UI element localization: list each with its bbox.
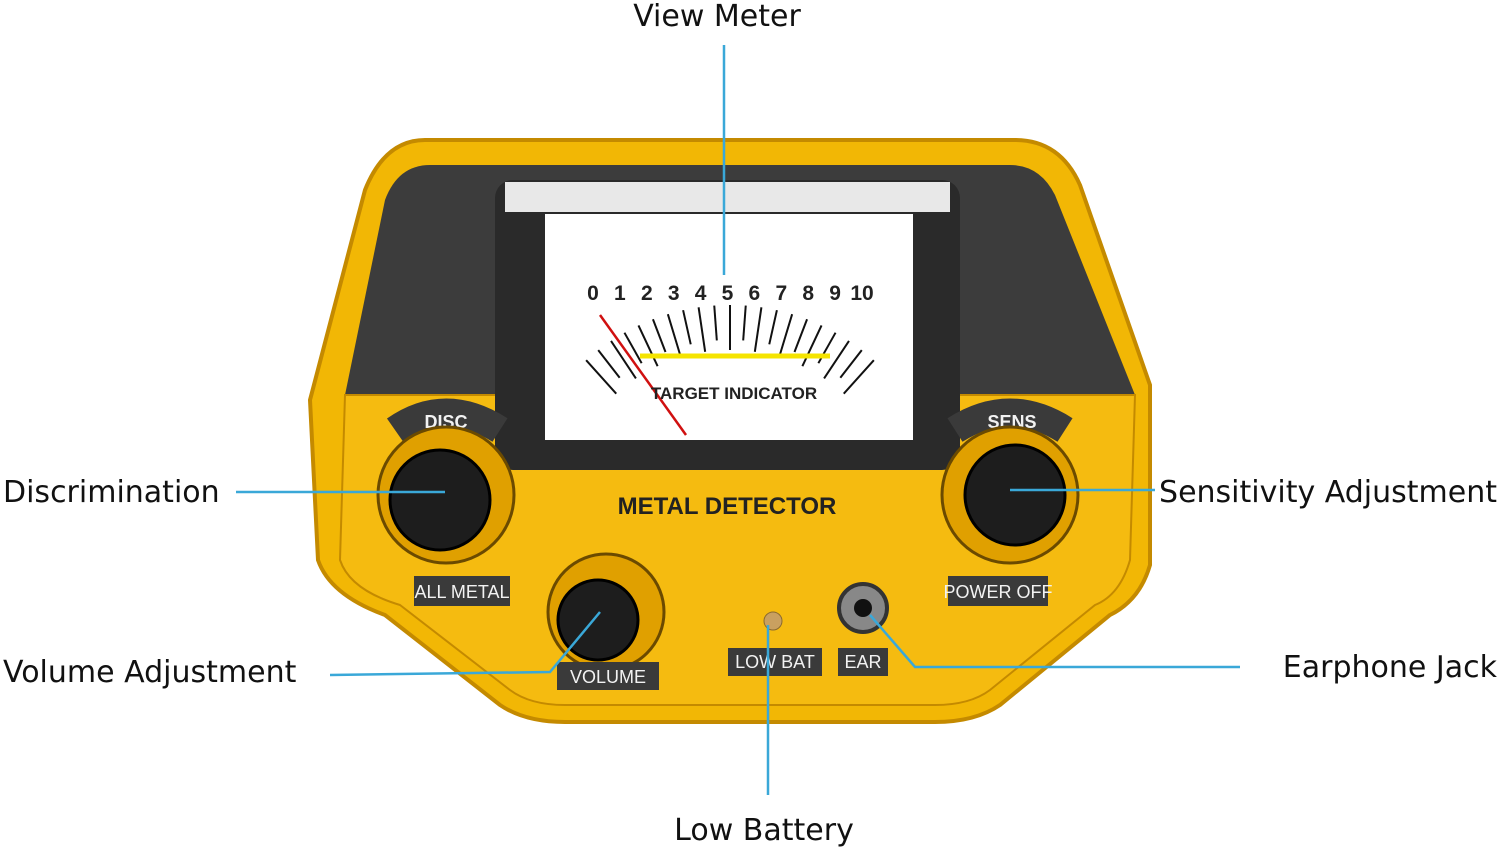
discrimination-knob[interactable] <box>388 448 492 552</box>
meter-scale-number: 7 <box>775 282 787 305</box>
meter-tick <box>585 359 617 395</box>
meter-tick <box>778 313 794 358</box>
low-battery-led <box>763 611 783 631</box>
meter-scale-number: 5 <box>722 282 734 305</box>
power-off-label: POWER OFF <box>944 582 1053 602</box>
ear-plate <box>838 648 888 676</box>
all-metal-plate <box>414 576 510 606</box>
meter-needle <box>598 314 688 436</box>
meter-tick <box>801 325 823 367</box>
low-bat-label: LOW BAT <box>735 652 815 672</box>
power-off-plate <box>948 576 1048 606</box>
meter-tick <box>697 307 707 352</box>
callout-low-battery: Low Battery <box>674 813 854 848</box>
meter-scale-number: 10 <box>850 282 873 305</box>
meter-tick <box>652 318 667 353</box>
callout-lines <box>236 45 1240 795</box>
brand-label: METAL DETECTOR <box>618 493 837 520</box>
meter-tick <box>823 340 850 379</box>
meter-tick <box>637 325 659 367</box>
all-metal-label: ALL METAL <box>414 582 509 602</box>
meter-scale-number: 3 <box>668 282 680 305</box>
meter-scale-number: 1 <box>614 282 626 305</box>
meter-scale-number: 0 <box>587 282 599 305</box>
meter-tick <box>623 332 643 364</box>
callout-discrimination: Discrimination <box>3 475 220 510</box>
volume-label: VOLUME <box>570 667 646 687</box>
meter-tick <box>839 349 863 379</box>
meter-scale-number: 9 <box>829 282 841 305</box>
meter-caption: TARGET INDICATOR <box>651 384 817 403</box>
meter-tick <box>713 305 718 341</box>
volume-plate <box>557 662 659 690</box>
low-bat-plate <box>728 648 822 676</box>
meter-tick <box>742 305 747 341</box>
meter-tick <box>768 309 778 345</box>
meter-tick <box>793 318 808 353</box>
meter-tick <box>843 359 875 395</box>
callout-view-meter: View Meter <box>633 0 801 34</box>
meter-scale-number: 8 <box>802 282 814 305</box>
meter-tick <box>682 309 692 345</box>
lower-panel <box>338 394 1137 706</box>
ear-label: EAR <box>844 652 881 672</box>
callout-sensitivity: Sensitivity Adjustment <box>1159 475 1497 510</box>
meter-scale-number: 6 <box>749 282 761 305</box>
meter-scale-number: 2 <box>641 282 653 305</box>
callout-volume: Volume Adjustment <box>3 655 297 690</box>
callout-earphone: Earphone Jack <box>1283 650 1498 685</box>
meter-tick <box>666 313 682 358</box>
meter-tick <box>753 307 763 352</box>
meter-scale-number: 4 <box>695 282 707 305</box>
meter-tick <box>610 340 637 379</box>
sensitivity-knob[interactable] <box>963 443 1067 547</box>
meter-tick <box>597 349 621 379</box>
